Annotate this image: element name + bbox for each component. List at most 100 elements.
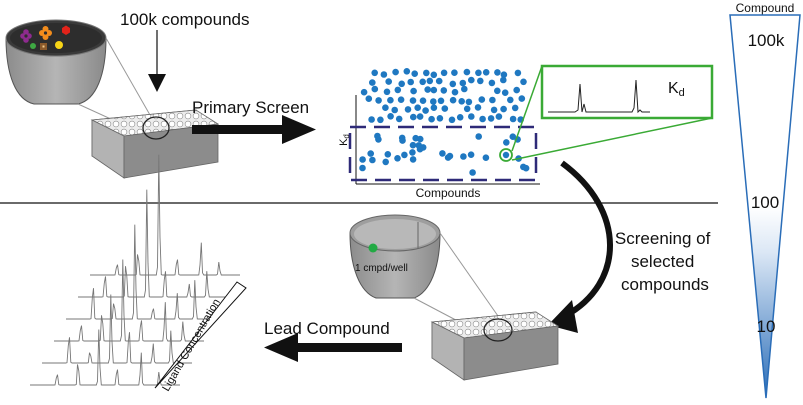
scatter-dot (426, 77, 434, 85)
plot-y-label: Kd (338, 134, 351, 146)
scatter-dot (385, 78, 393, 85)
nmr-spectrum-trace (42, 294, 192, 364)
scatter-dot (456, 114, 464, 121)
scatter-dot (411, 70, 419, 77)
scatter-dot-selected (394, 155, 401, 162)
scatter-dot (382, 104, 389, 111)
scatter-dot (490, 106, 498, 114)
scatter-dot (465, 98, 473, 106)
single-compound-dot (368, 243, 378, 253)
ligand-concentration-wedge (154, 281, 247, 389)
scatter-dot (500, 71, 508, 78)
scatter-dot-selected (509, 133, 517, 140)
compound-library-cup (5, 19, 107, 105)
funnel-level-10: 10 (757, 317, 776, 336)
library-label: 100k compounds (120, 10, 249, 29)
scatter-dot (368, 116, 375, 123)
lead-compound-arrow (264, 333, 402, 362)
stacked-spectra (30, 154, 240, 386)
funnel-level-100k: 100k (748, 31, 785, 50)
red-hexagon-icon (62, 25, 70, 35)
secondary-screen-label: Screening of selected compounds (615, 229, 715, 294)
primary-screen-arrow (192, 115, 316, 144)
funnel-title: Compound (736, 1, 795, 15)
scatter-dot (511, 104, 519, 112)
scatter-dot (435, 77, 443, 85)
scatter-dots-selected (359, 132, 530, 176)
scatter-dot (428, 115, 435, 123)
scatter-dot (507, 96, 514, 104)
scatter-dot (377, 116, 384, 124)
scatter-dot (482, 69, 490, 76)
scatter-dot (458, 98, 466, 105)
scatter-dot (419, 97, 427, 104)
nmr-spectrum-trace (30, 329, 180, 386)
scatter-dot (398, 80, 406, 88)
scatter-dot-selected (409, 149, 416, 156)
scatter-dot-selected (375, 136, 382, 143)
scatter-dot (369, 79, 376, 86)
nmr-spectrum-trace (54, 259, 204, 342)
scatter-dot (495, 113, 503, 120)
primary-screen-label: Primary Screen (192, 98, 309, 117)
scatter-dot (451, 88, 459, 96)
scatter-dot (488, 79, 496, 87)
scatter-dot-selected (367, 150, 375, 157)
scatter-dot (463, 105, 471, 113)
scatter-dot (477, 77, 484, 85)
scatter-dot (513, 86, 520, 94)
scatter-dot (475, 69, 482, 77)
scatter-dot (394, 86, 402, 94)
scatter-dot-selected (475, 133, 483, 140)
purple-flower-icon (20, 29, 32, 43)
scatter-dot (461, 85, 468, 93)
scatter-dot (489, 96, 496, 104)
scatter-dot (430, 71, 438, 79)
scatter-dot (371, 85, 379, 93)
scatter-dot (437, 97, 445, 105)
kd-scatter-plot (348, 68, 540, 185)
green-circle-icon (30, 43, 36, 49)
scatter-dot (430, 104, 438, 111)
scatter-dot (403, 68, 411, 75)
nmr-spectrum-trace (90, 154, 240, 276)
scatter-dot (424, 86, 432, 93)
scatter-dot (365, 95, 373, 102)
lead-label: Lead Compound (264, 319, 390, 338)
scatter-dot (440, 69, 448, 77)
scatter-dot-selected (359, 164, 366, 172)
scatter-dot (430, 98, 437, 105)
scatter-dot (494, 69, 501, 76)
scatter-dot (451, 69, 458, 76)
scatter-dot (468, 76, 475, 84)
scatter-dot-selected (469, 169, 476, 176)
nmr-spectrum-trace (78, 189, 228, 298)
scatter-dot (463, 68, 471, 76)
scatter-dot-selected (401, 151, 408, 159)
scatter-dot-selected (399, 137, 406, 144)
scatter-dot (436, 115, 444, 122)
scatter-dot (441, 105, 449, 112)
scatter-dot (448, 116, 456, 124)
scatter-dot (494, 87, 501, 95)
scatter-dot (479, 115, 486, 123)
scatter-dot (440, 87, 448, 94)
scatter-dot-selected (369, 156, 376, 164)
well-label: 1 cmpd/well (355, 263, 408, 274)
scatter-dot-selected (482, 154, 490, 161)
scatter-dot-selected (382, 158, 390, 166)
bottom-microplate (430, 311, 560, 381)
nmr-spectrum-trace (66, 224, 216, 320)
inset-spectrum (548, 79, 650, 114)
scatter-dot (459, 79, 467, 87)
yellow-circle-icon (55, 41, 63, 49)
scatter-dot (371, 69, 379, 77)
scatter-dot-selected (419, 144, 427, 151)
scatter-dot (409, 97, 417, 104)
scatter-dot (397, 96, 405, 103)
scatter-dot (514, 69, 522, 77)
funnel-level-100: 100 (751, 193, 779, 212)
scatter-dot (410, 87, 417, 95)
